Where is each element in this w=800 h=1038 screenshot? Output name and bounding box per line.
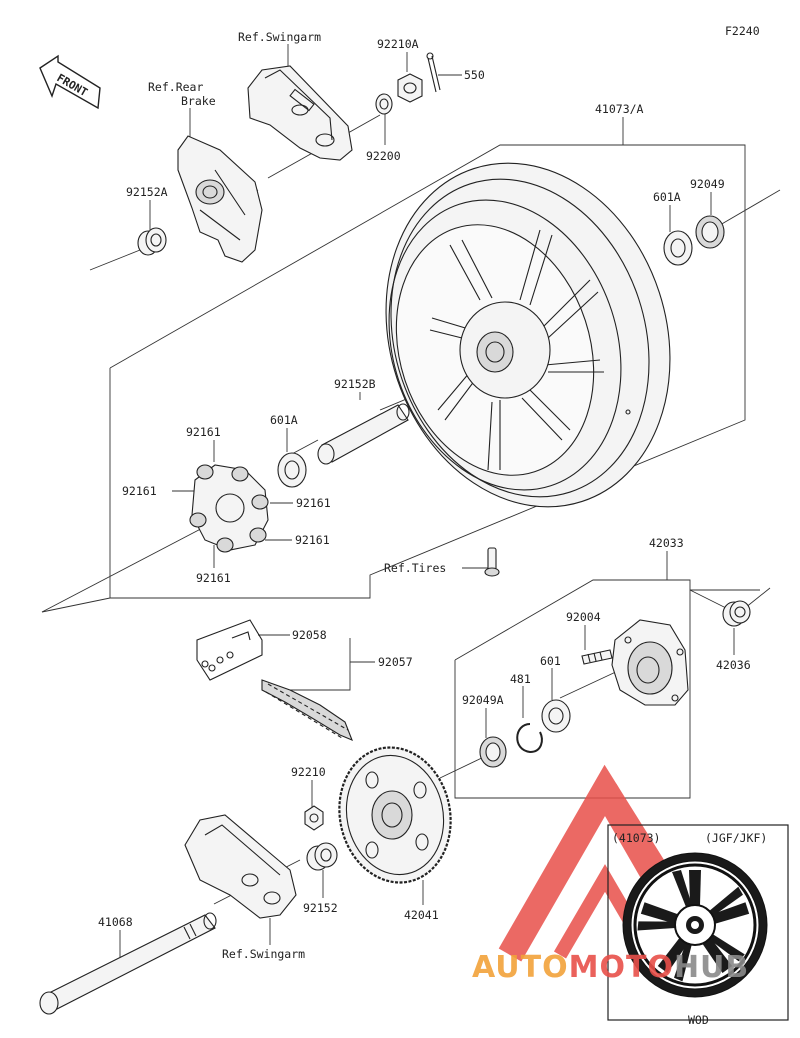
- variant-inset: (41073) (JGF/JKF) WOD: [607, 824, 789, 1027]
- label-92210A: 92210A: [377, 37, 419, 51]
- inset-variant: (JGF/JKF): [705, 831, 767, 845]
- label-601: 601: [540, 654, 561, 668]
- drive-chain-92057: [261, 679, 353, 742]
- swingarm-bracket-bottom: [184, 814, 297, 919]
- tire-valve: [484, 547, 500, 577]
- collar-92152A: [137, 227, 167, 256]
- chain-joint-92058: [196, 619, 263, 681]
- label-92049: 92049: [690, 177, 725, 191]
- label-481: 481: [510, 672, 531, 686]
- label-92200: 92200: [366, 149, 401, 163]
- dampers-92161: [189, 464, 269, 553]
- rear-brake-bracket: [177, 135, 263, 263]
- label-92057: 92057: [378, 655, 413, 669]
- label-92058: 92058: [292, 628, 327, 642]
- label-92161-left: 92161: [122, 484, 157, 498]
- label-601A-top: 601A: [653, 190, 681, 204]
- label-550: 550: [464, 68, 485, 82]
- label-92152: 92152: [303, 901, 338, 915]
- label-92049A: 92049A: [462, 693, 504, 707]
- cotter-pin-550: [426, 52, 441, 93]
- collar-92152: [306, 842, 338, 871]
- label-601A-left: 601A: [270, 413, 298, 427]
- rear-wheel-41073A: [385, 162, 671, 508]
- circlip-481: [516, 723, 543, 754]
- watermark-text: AUTOMOTOHUB: [472, 950, 749, 985]
- label-92152A: 92152A: [126, 185, 168, 199]
- sprocket-coupling-42033: [611, 619, 689, 706]
- label-42036: 42036: [716, 658, 751, 672]
- stud-92004: [581, 649, 613, 665]
- label-ref-swingarm-top: Ref.Swingarm: [238, 30, 321, 44]
- label-92161-right2: 92161: [295, 533, 330, 547]
- label-92161-right1: 92161: [296, 496, 331, 510]
- label-41068: 41068: [98, 915, 133, 929]
- label-ref-rear: Ref.Rear: [148, 80, 203, 94]
- bearing-601: [541, 699, 571, 733]
- label-92152B: 92152B: [334, 377, 376, 391]
- label-42033: 42033: [649, 536, 684, 550]
- nut-92210A: [397, 73, 423, 103]
- label-ref-tires: Ref.Tires: [384, 561, 446, 575]
- watermark-label: AUTOMOTOHUB: [472, 950, 749, 985]
- inset-wheel: [622, 852, 768, 998]
- nut-92210: [304, 805, 324, 831]
- axle-41068: [39, 912, 217, 1015]
- collar-42036: [722, 600, 751, 627]
- label-ref-swingarm-bottom: Ref.Swingarm: [222, 947, 305, 961]
- bearing-601A-top: [663, 230, 693, 266]
- label-92004: 92004: [566, 610, 601, 624]
- washer-92200: [375, 93, 393, 115]
- inset-footer: WOD: [688, 1013, 709, 1027]
- label-42041: 42041: [404, 908, 439, 922]
- front-arrow-icon: FRONT: [39, 54, 101, 110]
- bearing-601A-left: [277, 452, 307, 488]
- label-92161-bottom: 92161: [196, 571, 231, 585]
- label-brake: Brake: [181, 94, 216, 108]
- label-92210: 92210: [291, 765, 326, 779]
- part-labels: Ref.Swingarm Ref.Rear Brake 92210A 550 9…: [98, 30, 751, 961]
- oil-seal-92049: [695, 215, 725, 249]
- label-92161-top: 92161: [186, 425, 221, 439]
- label-41073A: 41073/A: [595, 102, 644, 116]
- oil-seal-92049A: [479, 736, 507, 768]
- collar-92152B: [317, 403, 410, 465]
- rear-sprocket-42041: [338, 746, 452, 884]
- inset-ref: (41073): [612, 831, 660, 845]
- swingarm-bracket-top: [247, 65, 353, 161]
- figure-code: F2240: [725, 24, 760, 38]
